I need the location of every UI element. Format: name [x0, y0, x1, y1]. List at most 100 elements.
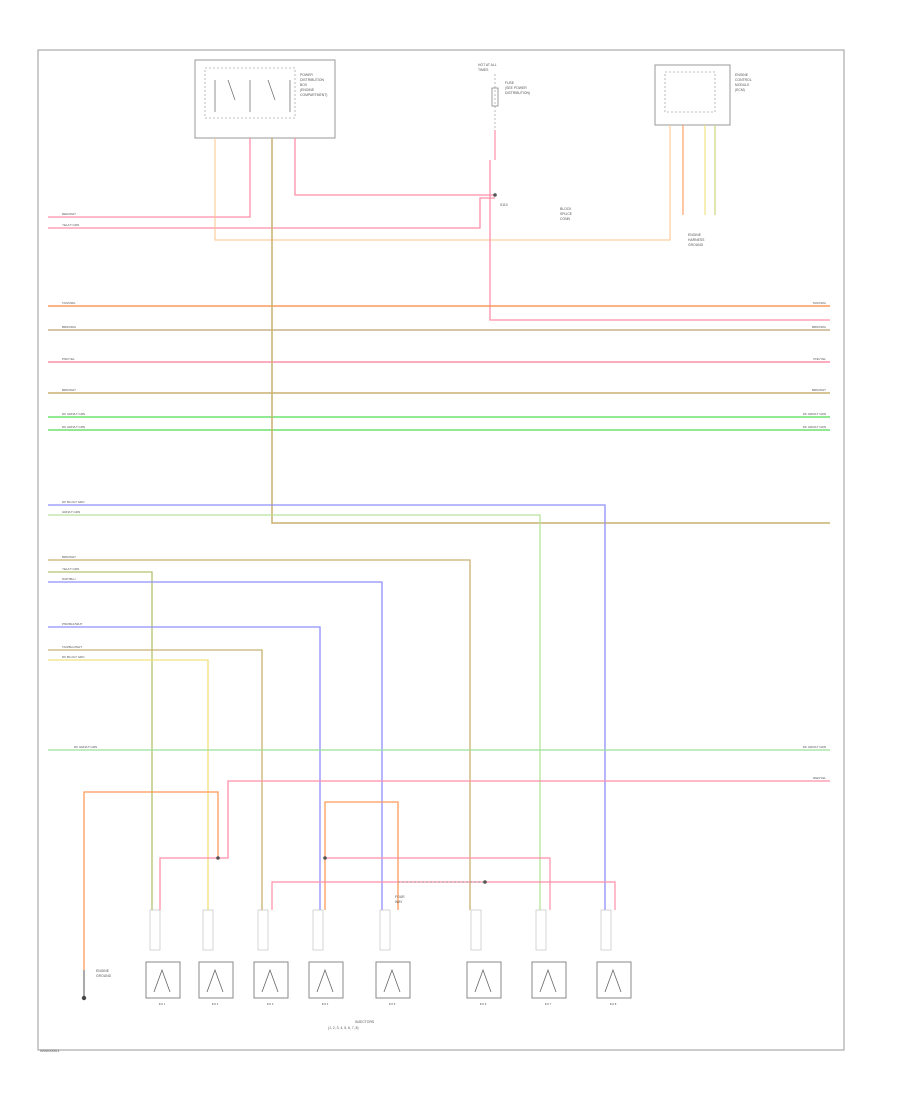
right-ground-2: GROUND	[688, 243, 704, 247]
injector-2: INJ 2	[198, 909, 234, 1006]
injector-coil-4	[316, 968, 334, 993]
injector-label-3: INJ 3	[267, 1002, 274, 1006]
pdm-label-0: POWER	[300, 73, 313, 77]
pdm-label-2: BOX	[300, 83, 308, 87]
wire-2b	[294, 138, 495, 196]
injector-connector-5	[379, 909, 391, 951]
wire-2	[214, 125, 671, 241]
block-splice-2: CONN	[560, 217, 571, 221]
wire-red-yel-label: RED/YEL	[813, 776, 826, 780]
injector-body-7	[531, 961, 567, 999]
ecm-label-0: ENGINE	[735, 73, 749, 77]
fuse-header-1: TIMES	[478, 68, 489, 72]
injector-group-label-1: (1, 2, 3, 4, 5, 6, 7, 8)	[328, 1026, 359, 1030]
ecm-ground: ENGINE HARNESS GROUND	[688, 233, 705, 247]
block-splice-1: SPLICE	[560, 212, 573, 216]
injector-7: INJ 7	[531, 909, 567, 1006]
injector-coil-8	[604, 968, 622, 993]
feed-label-13: YEL/LT GRN	[62, 567, 79, 571]
feed-10	[48, 514, 541, 910]
engine-ground: ENGINE GROUND	[96, 969, 112, 978]
pdm-label-3: (ENGINE	[300, 88, 315, 92]
pdm-label-4: COMPARTMENT)	[300, 93, 327, 97]
block-splice-0: BLOCK	[560, 207, 572, 211]
feed-label-17: TAN/BLU/WHT	[62, 645, 82, 649]
ecm-label-1: CONTROL	[735, 78, 752, 82]
injector-connector-1	[149, 909, 161, 951]
engine-ground-1: GROUND	[96, 974, 112, 978]
injector-label-5: INJ 5	[389, 1002, 396, 1006]
injector-connector-2	[202, 909, 214, 951]
wire-orange-loop	[324, 801, 399, 910]
wire-red-3	[271, 881, 616, 910]
injector-coil-5	[383, 968, 401, 993]
feed-15	[48, 626, 321, 910]
bus-label-left-1: BRN/ORG	[62, 325, 77, 329]
block-splice-connector: BLOCK SPLICE CONN	[560, 207, 573, 221]
wire-label-0: RED/WHT	[62, 212, 76, 216]
bus-label-right-2: PNK/YEL	[813, 357, 826, 361]
bus-label-right-0: TAN/ORG	[813, 301, 827, 305]
injector-label-1: INJ 1	[159, 1002, 166, 1006]
injector-coil-6	[474, 968, 492, 993]
feed-14	[48, 581, 383, 910]
splice-dot-0	[493, 193, 497, 197]
four-way-label-1: WAY	[395, 900, 403, 904]
injector-label-6: INJ 6	[480, 1002, 487, 1006]
feed-9	[48, 504, 606, 910]
engine-ground-0: ENGINE	[96, 969, 110, 973]
wire-2c	[489, 160, 830, 321]
bus-label-right-3: BRN/WHT	[812, 388, 826, 392]
feed-11	[48, 559, 471, 910]
bus-label-left-4: DK GRN/LT GRN	[62, 412, 85, 416]
injector-body-3	[253, 961, 289, 999]
bus-label-right-1: BRN/ORG	[812, 325, 827, 329]
feed-16	[48, 659, 209, 910]
injector-connector-7	[535, 909, 547, 951]
ecm-label-3: (ECM)	[735, 88, 745, 92]
injector-body-5	[375, 961, 411, 999]
engine-control-module: ENGINE CONTROL MODULE (ECM)	[654, 64, 752, 126]
wire-label-1: YEL/LT GRN	[62, 223, 79, 227]
injector-coil-2	[206, 968, 224, 993]
ecm-label-2: MODULE	[735, 83, 750, 87]
wire-layer: RED/WHT YEL/LT GRN TAN/ORG TAN/ORG BRN/ORG BR…	[48, 125, 830, 1001]
injector-coil-3	[261, 968, 279, 993]
injector-8: INJ 8	[596, 909, 632, 1006]
wire-red-yel	[159, 780, 830, 910]
injector-5: INJ 5	[375, 909, 411, 1006]
injector-layer: INJ 1 INJ 2 INJ 3 INJ 4 INJ 5 INJ 6 INJ 7 INJ 8	[145, 909, 632, 1006]
feed-13	[48, 571, 153, 910]
injector-6: INJ 6	[466, 909, 502, 1006]
injector-connector-8	[600, 909, 612, 951]
injector-coil-7	[539, 968, 557, 993]
fuse-label-2: DISTRIBUTION)	[505, 91, 530, 95]
power-distribution-module: POWER DISTRIBUTION BOX (ENGINE COMPARTME…	[194, 59, 336, 139]
diagram-code: W0000001	[40, 1048, 60, 1053]
fuse-label-1: (SEE POWER	[505, 86, 527, 90]
feed-label-14: WHT/BLU	[62, 577, 76, 581]
fuse-header-0: HOT AT ALL	[478, 63, 497, 67]
bus-label-left-0: TAN/ORG	[62, 301, 76, 305]
four-way-label-0: FOUR	[395, 895, 405, 899]
injector-body-8	[596, 961, 632, 999]
pdm-label-1: DISTRIBUTION	[300, 78, 324, 82]
feed-label-11: BRN/WHT	[62, 555, 76, 559]
right-ground-1: HARNESS	[688, 238, 705, 242]
fuse-component: HOT AT ALL TIMES FUSE (SEE POWER DISTRIB…	[478, 63, 530, 160]
right-ground-0: ENGINE	[688, 233, 702, 237]
injector-body-4	[308, 961, 344, 999]
bus-label-lower-right: DK GRN/LT GRN	[803, 745, 826, 749]
injector-connector-4	[312, 909, 324, 951]
bus-label-right-4: DK GRN/LT GRN	[803, 412, 826, 416]
injector-connector-6	[470, 909, 482, 951]
injector-body-1	[145, 961, 181, 999]
feed-label-15: PNK/BLK/WHT	[62, 622, 83, 626]
bus-label-left-3: BRN/WHT	[62, 388, 76, 392]
wire-red-2	[325, 857, 551, 910]
feed-17	[48, 649, 263, 910]
injector-4: INJ 4	[308, 909, 344, 1006]
splice-label: S110	[500, 203, 508, 207]
injector-label-4: INJ 4	[322, 1002, 329, 1006]
bus-label-left-5: DK GRN/LT GRN	[62, 425, 85, 429]
